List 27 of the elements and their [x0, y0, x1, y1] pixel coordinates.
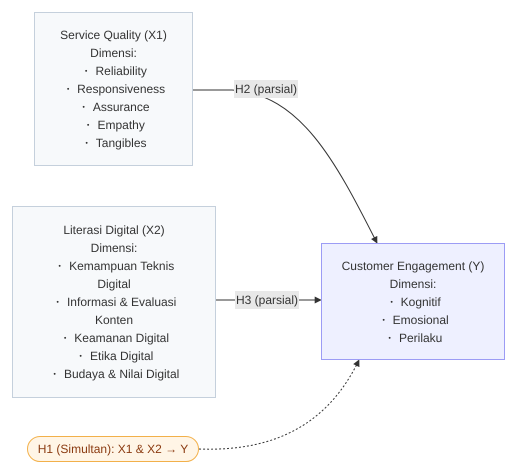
list-item: ・ Responsiveness — [62, 81, 166, 98]
list-item: ・ Assurance — [77, 99, 150, 116]
hypothesis-pill — [27, 436, 199, 462]
variable-box — [34, 12, 193, 166]
list-item: ・ Perilaku — [384, 330, 442, 346]
list-item: Dimensi: — [90, 45, 137, 62]
variable-box — [12, 206, 216, 398]
list-item: ・ Empathy — [82, 117, 145, 134]
node-title: Service Quality (X1) — [60, 27, 167, 44]
edge-label: H2 (parsial) — [234, 80, 298, 98]
list-item: ・ Etika Digital — [74, 348, 154, 365]
list-item: ・ Informasi & Evaluasi Konten — [50, 294, 178, 329]
list-item: ・ Budaya & Nilai Digital — [48, 366, 180, 383]
list-item: ・ Tangibles — [80, 135, 147, 152]
node-title: Customer Engagement (Y) — [342, 258, 484, 274]
edge-label: H3 (parsial) — [235, 291, 300, 309]
list-item: ・ Kognitif — [385, 294, 441, 310]
list-item: Dimensi: — [390, 276, 436, 292]
variable-box — [321, 243, 505, 360]
dotted-arrow — [198, 359, 360, 450]
node-title: Literasi Digital (X2) — [63, 222, 165, 239]
list-item: ・ Kemampuan Teknis Digital — [52, 258, 176, 293]
list-item: Dimensi: — [90, 240, 138, 257]
hypothesis-text: H1 (Simultan): X1 & X2 → Y — [38, 441, 188, 458]
list-item: ・ Reliability — [80, 63, 147, 80]
list-item: ・ Emosional — [377, 312, 449, 328]
list-item: ・ Keamanan Digital — [58, 330, 170, 347]
